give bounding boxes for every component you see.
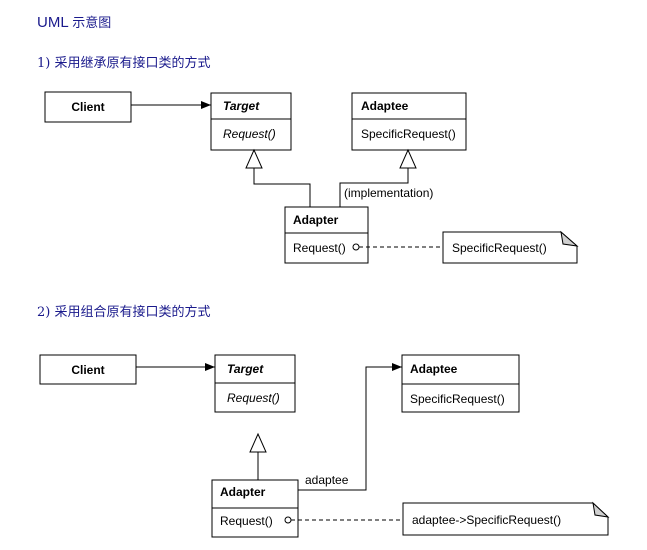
section2-heading: 2) 采用组合原有接口类的方式 (37, 305, 211, 320)
s2-note: adaptee->SpecificRequest() (402, 501, 610, 536)
section1-heading: 1) 采用继承原有接口类的方式 (37, 56, 211, 71)
s2-generalization-triangle (249, 432, 267, 453)
s2-client-label: Client (71, 363, 104, 377)
s1-target-op: Request() (223, 127, 276, 141)
s1-note-anchor (352, 243, 360, 251)
s1-adaptee-class: Adaptee SpecificRequest() (351, 92, 467, 151)
s1-generalization-target-line (253, 168, 311, 207)
s2-note-anchor (284, 516, 292, 524)
s2-target-name: Target (227, 362, 264, 376)
s2-adapter-name: Adapter (220, 485, 266, 499)
title-uml: UML (37, 14, 69, 31)
s1-target-class: Target Request() (210, 92, 292, 151)
s2-target-class: Target Request() (214, 354, 296, 413)
s1-adaptee-name: Adaptee (361, 99, 409, 113)
s1-adapter-class: Adapter Request() (284, 206, 369, 264)
s1-adapter-name: Adapter (293, 213, 339, 227)
s1-client-class: Client (44, 91, 132, 123)
s2-association-label: adaptee (305, 473, 349, 487)
page-title: UML 示意图 (37, 12, 111, 31)
title-cn: 示意图 (72, 16, 112, 31)
s2-client-class: Client (39, 354, 137, 385)
s1-note-text: SpecificRequest() (452, 241, 547, 255)
s1-client-label: Client (71, 100, 104, 114)
s2-adaptee-name: Adaptee (410, 362, 458, 376)
s1-implementation-triangle (399, 148, 417, 169)
s1-implementation-label: (implementation) (344, 186, 433, 200)
s2-adapter-op: Request() (220, 514, 273, 528)
s1-generalization-target-triangle (245, 148, 263, 169)
s2-association-arrow (298, 363, 402, 491)
s1-note: SpecificRequest() (442, 230, 579, 264)
s1-target-name: Target (223, 99, 260, 113)
s1-adaptee-op: SpecificRequest() (361, 127, 456, 141)
s2-note-text: adaptee->SpecificRequest() (412, 513, 561, 527)
s2-target-op: Request() (227, 391, 280, 405)
s1-adapter-op: Request() (293, 241, 346, 255)
s2-adaptee-op: SpecificRequest() (410, 392, 505, 406)
s2-adapter-class: Adapter Request() (211, 479, 299, 538)
s2-adaptee-class: Adaptee SpecificRequest() (401, 354, 520, 413)
s1-implementation-line (339, 168, 409, 207)
